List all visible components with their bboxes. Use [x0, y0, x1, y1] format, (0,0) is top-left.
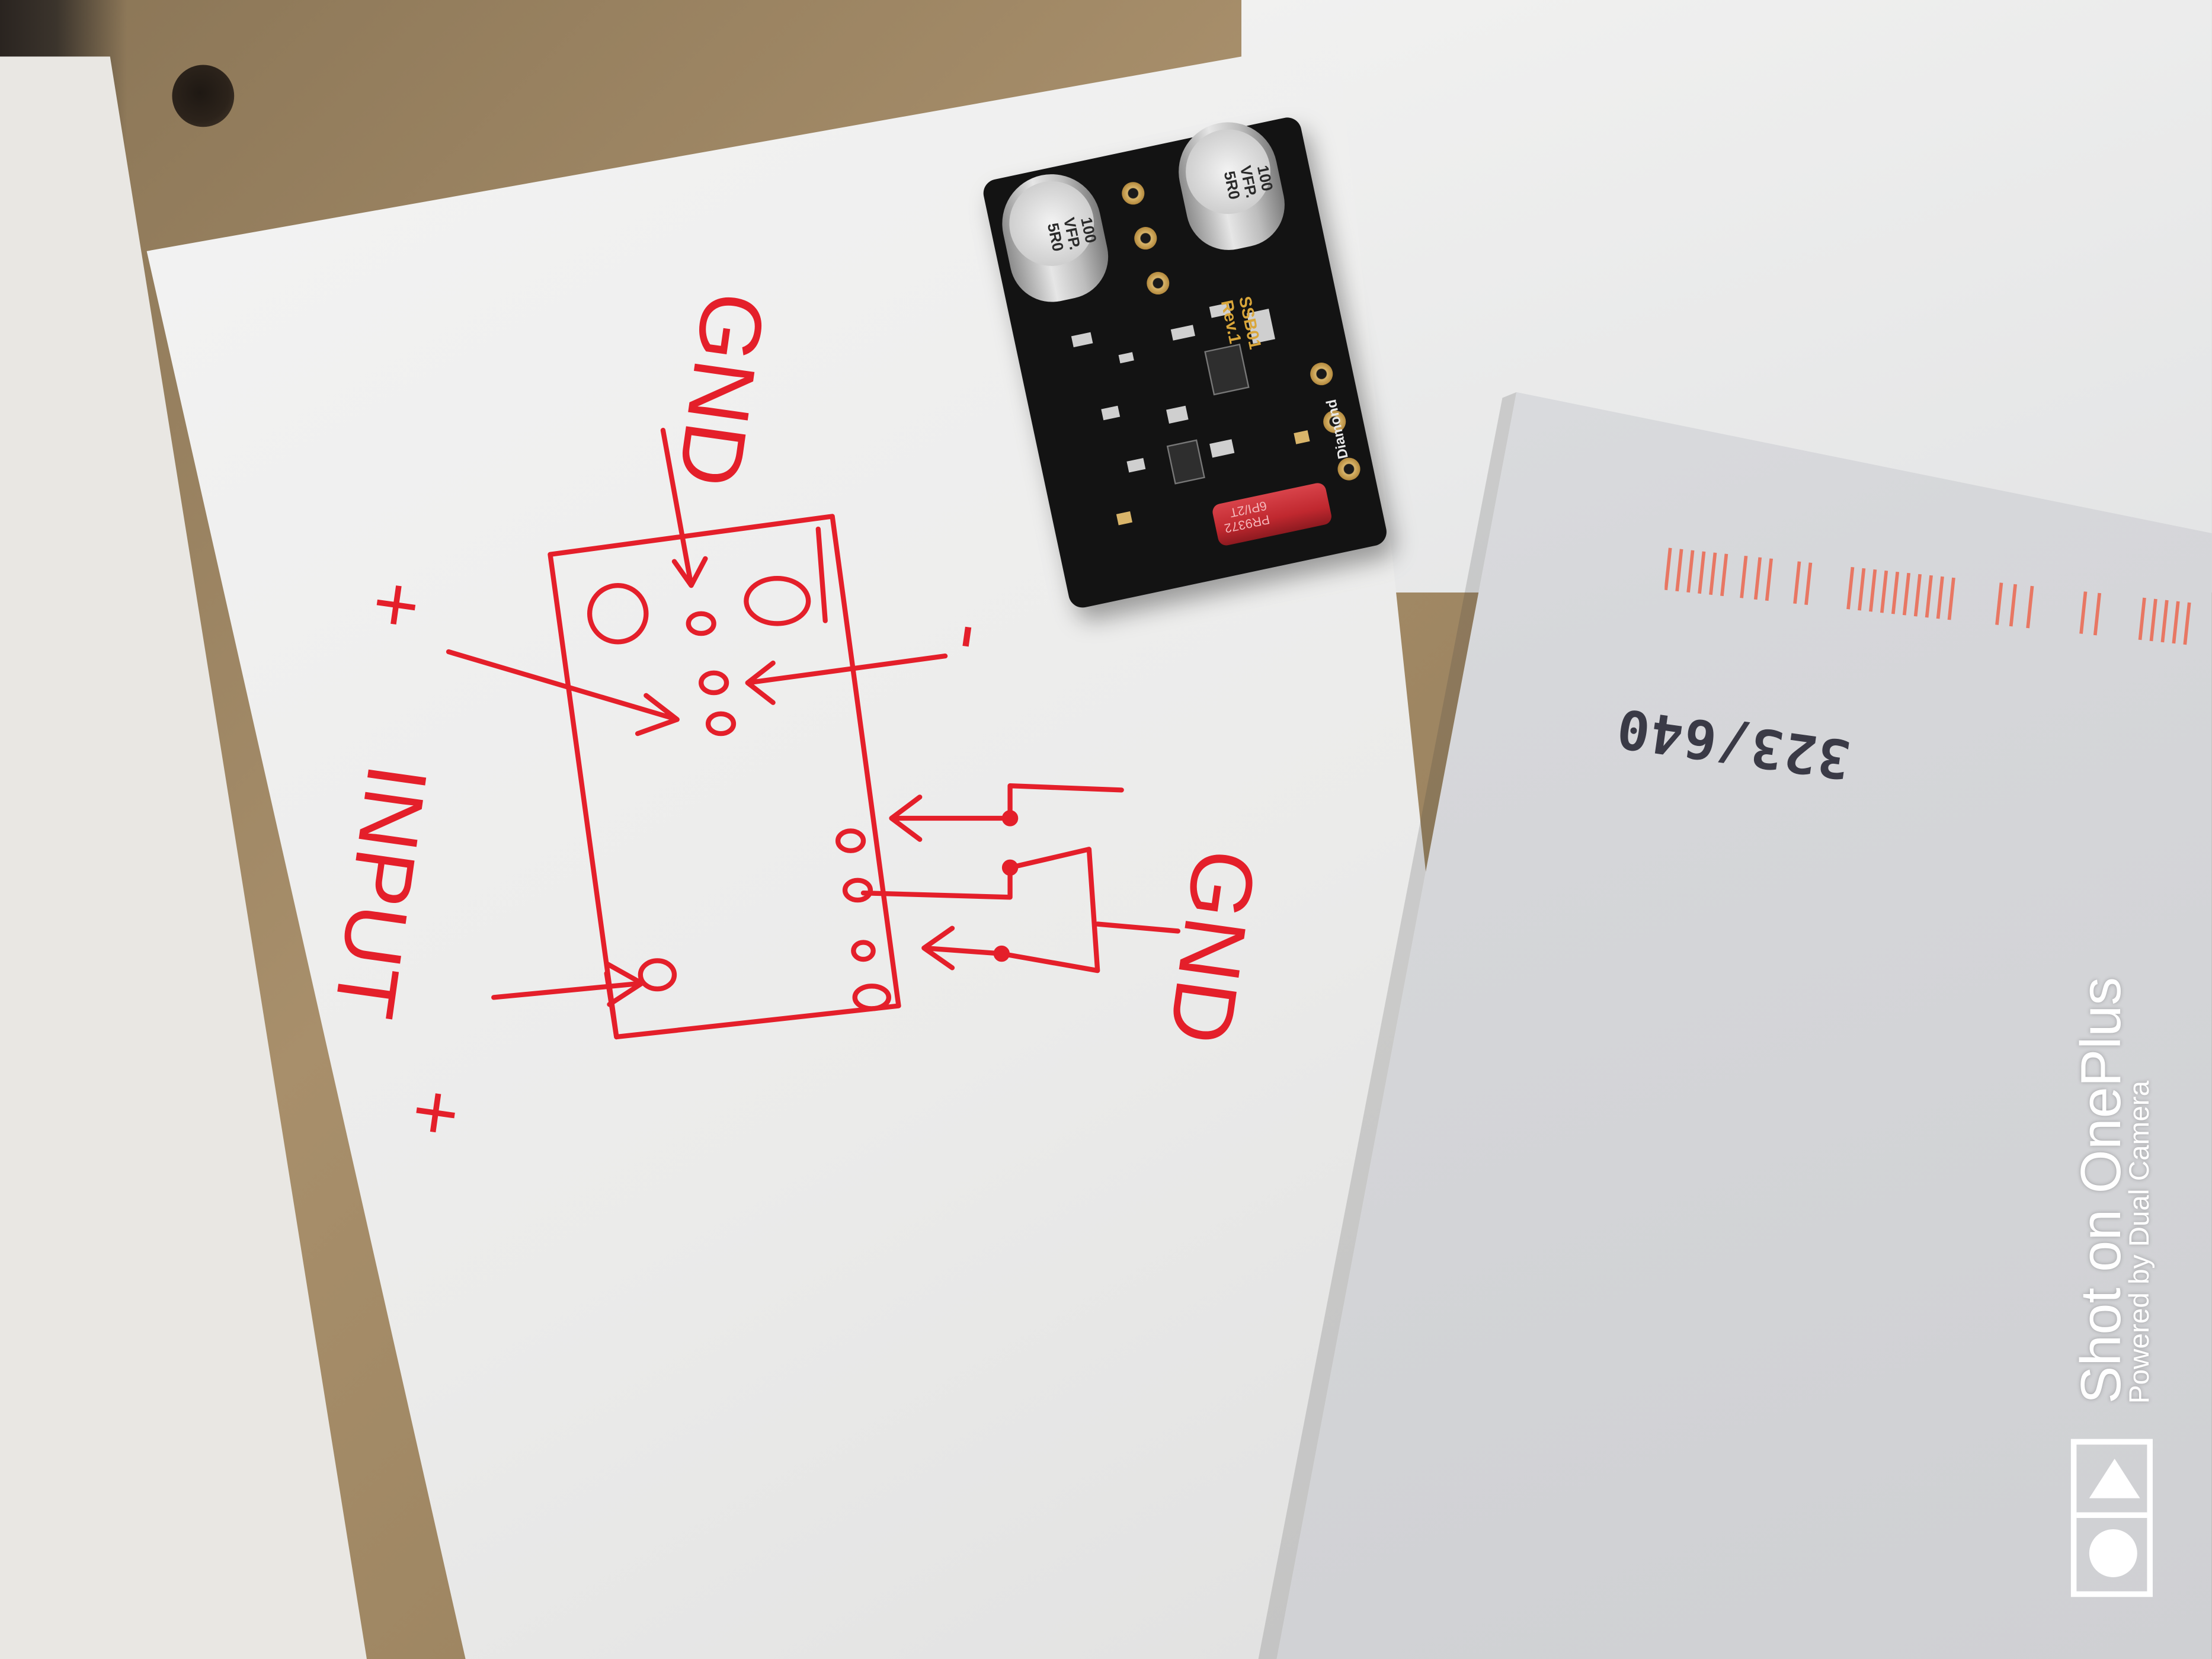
- plus-arrow: [446, 649, 680, 736]
- label-minus-top: -: [927, 619, 1019, 657]
- solder-pad: [1119, 180, 1147, 207]
- output-arrow-bot: [921, 925, 1004, 971]
- oneplus-camera-icon: [2070, 1439, 2153, 1597]
- gnd-right-line: [1095, 921, 1181, 934]
- cap-right-label: 100 VFP. 5R0: [1219, 164, 1275, 201]
- gnd-top-arrow: [660, 428, 708, 588]
- solder-pad: [1308, 360, 1335, 387]
- label-input: INPUT: [316, 759, 444, 1024]
- module-outline: [548, 514, 901, 1040]
- solder-pad: [1335, 456, 1363, 483]
- capacitor-left: 100 VFP. 5R0: [993, 165, 1116, 310]
- solder-pad: [1144, 270, 1171, 297]
- red-film-capacitor: PR9372 6PI/2T: [1211, 481, 1333, 547]
- label-plus-top: +: [367, 558, 425, 651]
- output-wire-box: [999, 847, 1100, 973]
- camera-watermark: Shot on OnePlus Powered by Dual Camera: [1947, 903, 2212, 1636]
- output-wire-top: [1007, 783, 1124, 821]
- output-arrow-mid: [860, 865, 1013, 900]
- solder-pad: [1132, 225, 1159, 252]
- watermark-subtitle: Powered by Dual Camera: [2124, 1080, 2156, 1404]
- minus-arrow: [745, 653, 948, 705]
- binder-hole: [172, 65, 235, 127]
- board-label: SSB01 Rev.1: [1217, 294, 1266, 351]
- input-arrow: [491, 961, 645, 1007]
- label-gnd-top: GND: [660, 287, 783, 493]
- label-plus-bottom: +: [406, 1065, 465, 1159]
- label-gnd-right: GND: [1150, 844, 1274, 1050]
- cap-left-label: 100 VFP. 5R0: [1043, 216, 1099, 254]
- output-arrow-top: [889, 795, 1013, 842]
- resistor-label: PR9372 6PI/2T: [1223, 498, 1271, 536]
- envelope-barcode: [1664, 547, 2191, 645]
